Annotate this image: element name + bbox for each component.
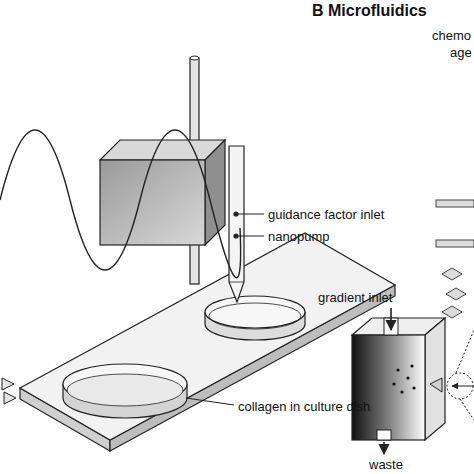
cropped-label: chemo (432, 28, 471, 43)
part-label: collagen in culture dish (238, 399, 370, 414)
panel-title: B Microfluidics (312, 2, 427, 20)
part-label: guidance factor inlet (268, 207, 384, 222)
flow-arrow (384, 308, 391, 454)
arrow-marks (2, 378, 16, 404)
cropped-label: age (450, 45, 472, 60)
microfluidic-chip (352, 318, 445, 440)
sine-wave (0, 130, 241, 278)
pipette (229, 146, 244, 302)
chemo-agent-parts (436, 200, 474, 318)
leader-line (186, 214, 264, 405)
side-port (430, 330, 474, 420)
nanopump-box (100, 140, 225, 245)
culture-dish (63, 364, 187, 418)
platform (20, 233, 395, 451)
cells (392, 364, 415, 393)
part-label: gradient inlet (318, 290, 392, 305)
culture-dish (205, 296, 305, 340)
part-label: nanopump (268, 229, 329, 244)
part-label: waste (369, 457, 403, 472)
